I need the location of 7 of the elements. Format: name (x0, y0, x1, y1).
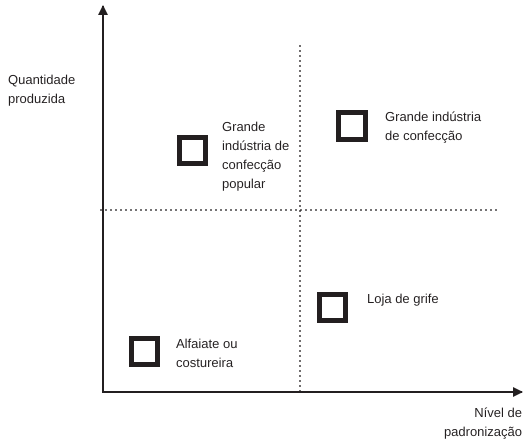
square-marker (317, 292, 348, 323)
axis-label: Quantidade produzida (8, 71, 76, 108)
square-marker (336, 110, 368, 142)
axis-label: Nível de padronização (442, 404, 522, 441)
quadrant-label: Grande indústria de confecção (385, 108, 482, 145)
square-marker (177, 135, 208, 166)
square-marker (129, 336, 160, 367)
